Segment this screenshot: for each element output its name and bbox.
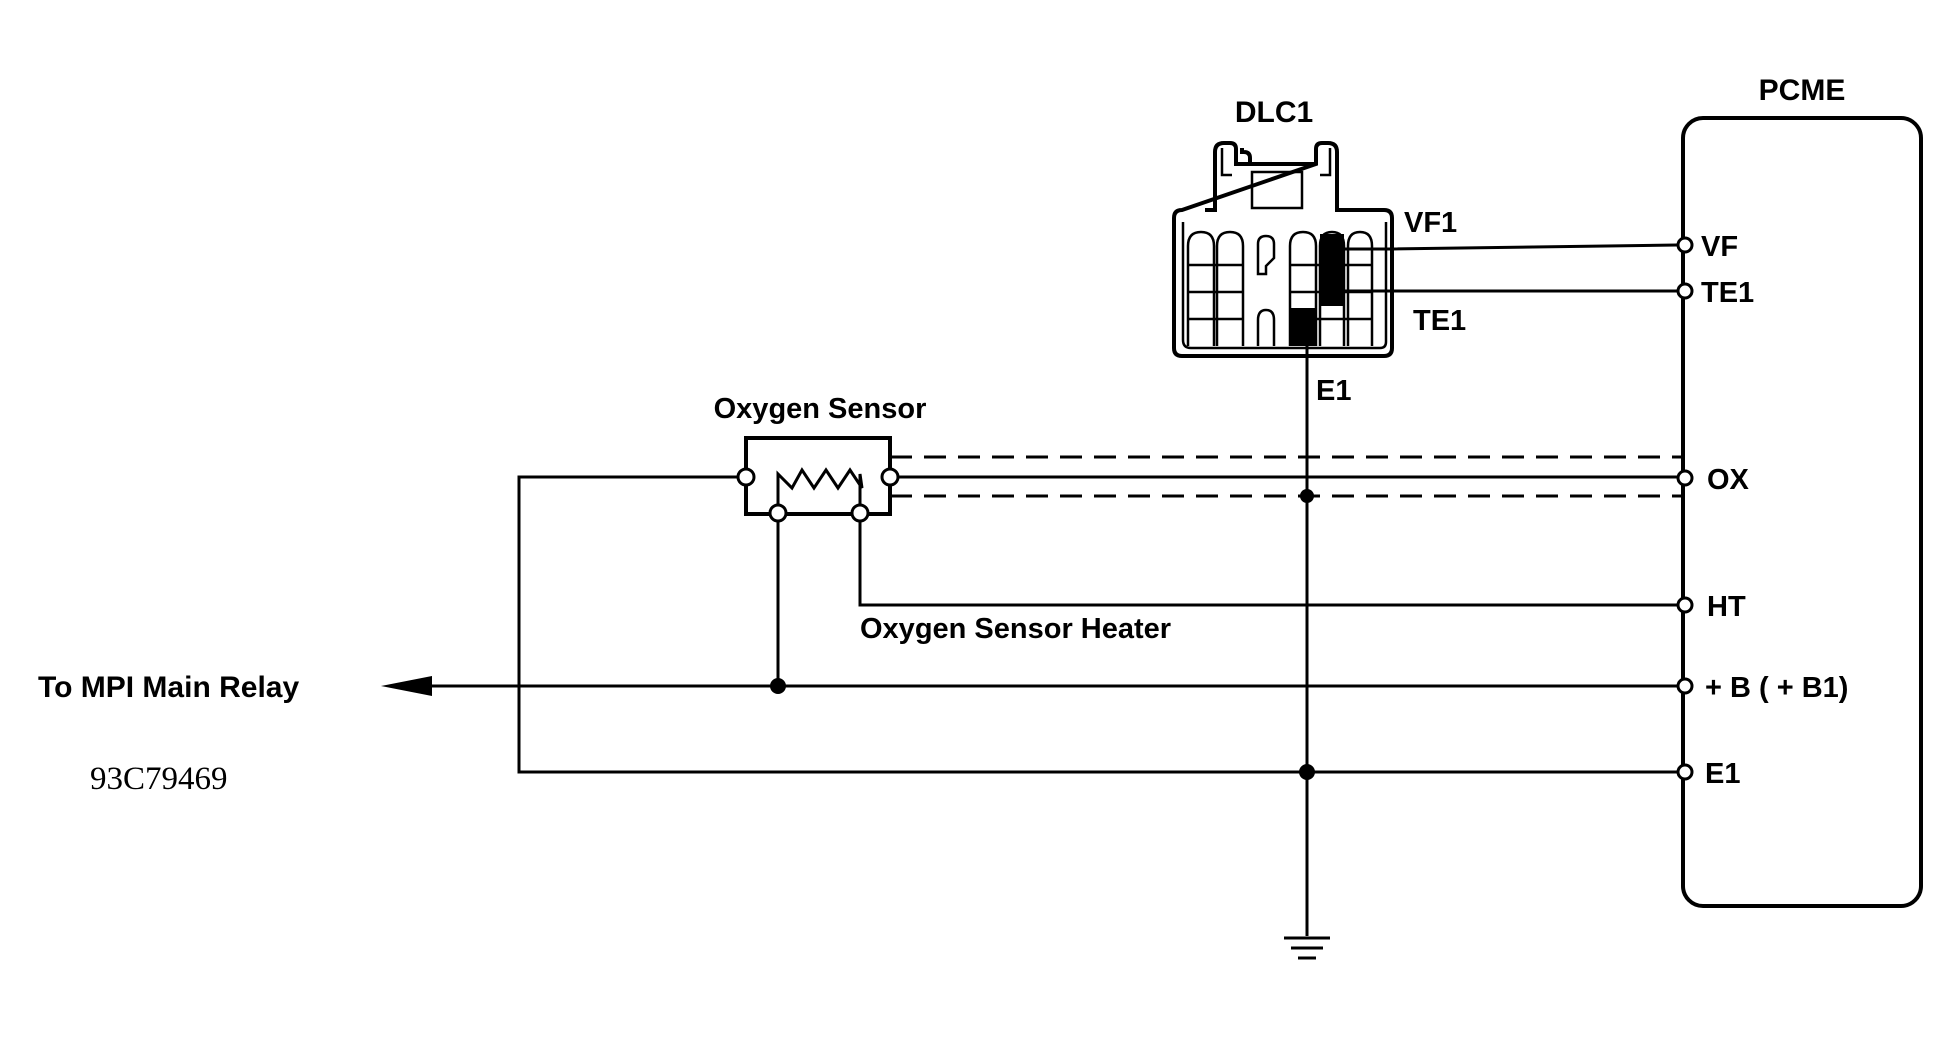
sensor-signal-pin-left (736, 467, 756, 487)
terminal-b-pin (1676, 677, 1694, 695)
junction-b (770, 678, 786, 694)
terminal-te1-pin (1676, 282, 1694, 300)
wiring (381, 243, 1682, 936)
dlc1-left-cavities (1186, 230, 1245, 346)
terminal-vf-pin (1676, 236, 1694, 254)
dlc1-connector: DLC1 (1172, 96, 1466, 407)
arrow-left-icon (381, 676, 432, 696)
dlc1-latch (1250, 170, 1304, 210)
dlc1-vf1-terminal (1320, 234, 1344, 265)
terminal-ht-label: HT (1707, 591, 1746, 623)
ground-icon (1284, 936, 1330, 960)
dlc1-right-hook (1320, 148, 1332, 177)
sensor-heater-pin-left (768, 503, 788, 523)
dlc1-left-hook (1220, 148, 1232, 177)
dlc1-title: DLC1 (1235, 96, 1313, 129)
dlc1-te1-terminal (1320, 266, 1344, 306)
dlc1-e1-terminal (1290, 308, 1316, 346)
figure-id: 93C79469 (90, 761, 228, 797)
terminal-ox-pin (1676, 469, 1694, 487)
oxygen-sensor-body (744, 436, 892, 516)
terminal-b-label: + B ( + B1) (1705, 672, 1848, 704)
dlc1-te1-label: TE1 (1413, 305, 1466, 337)
terminal-te1-label: TE1 (1701, 277, 1754, 309)
oxygen-sensor-heater-label: Oxygen Sensor Heater (860, 613, 1171, 645)
terminal-ox-label: OX (1707, 464, 1750, 496)
dlc1-inner-outline (1181, 222, 1388, 350)
pcme-title: PCME (1759, 74, 1846, 107)
terminal-e1-pin (1676, 763, 1694, 781)
dlc1-center-cavity-bottom (1256, 308, 1276, 346)
dlc1-e1-label: E1 (1316, 375, 1351, 407)
terminal-ht-pin (1676, 596, 1694, 614)
heater-element-icon (776, 467, 864, 511)
sensor-signal-pin-right (880, 467, 900, 487)
wire-ht (858, 521, 1677, 607)
dlc1-right-cavities (1288, 230, 1374, 346)
junction-e1 (1299, 764, 1315, 780)
terminal-vf-label: VF (1701, 231, 1738, 263)
sensor-heater-pin-right (850, 503, 870, 523)
wire-e1-loop (517, 475, 1677, 774)
terminal-e1-label: E1 (1705, 758, 1740, 790)
to-mpi-main-relay-label: To MPI Main Relay (38, 671, 299, 704)
dlc1-center-cavity-top (1256, 234, 1276, 276)
dlc1-housing (1172, 141, 1394, 358)
pcme-unit: PCME VF TE1 OX HT + B ( + B1) E1 (1676, 74, 1923, 908)
junction-ox-shield (1300, 489, 1314, 503)
wire-vf1 (1344, 243, 1678, 251)
pcme-box (1681, 116, 1923, 908)
dlc1-vf1-label: VF1 (1404, 207, 1457, 239)
oxygen-sensor-label: Oxygen Sensor (714, 393, 927, 425)
